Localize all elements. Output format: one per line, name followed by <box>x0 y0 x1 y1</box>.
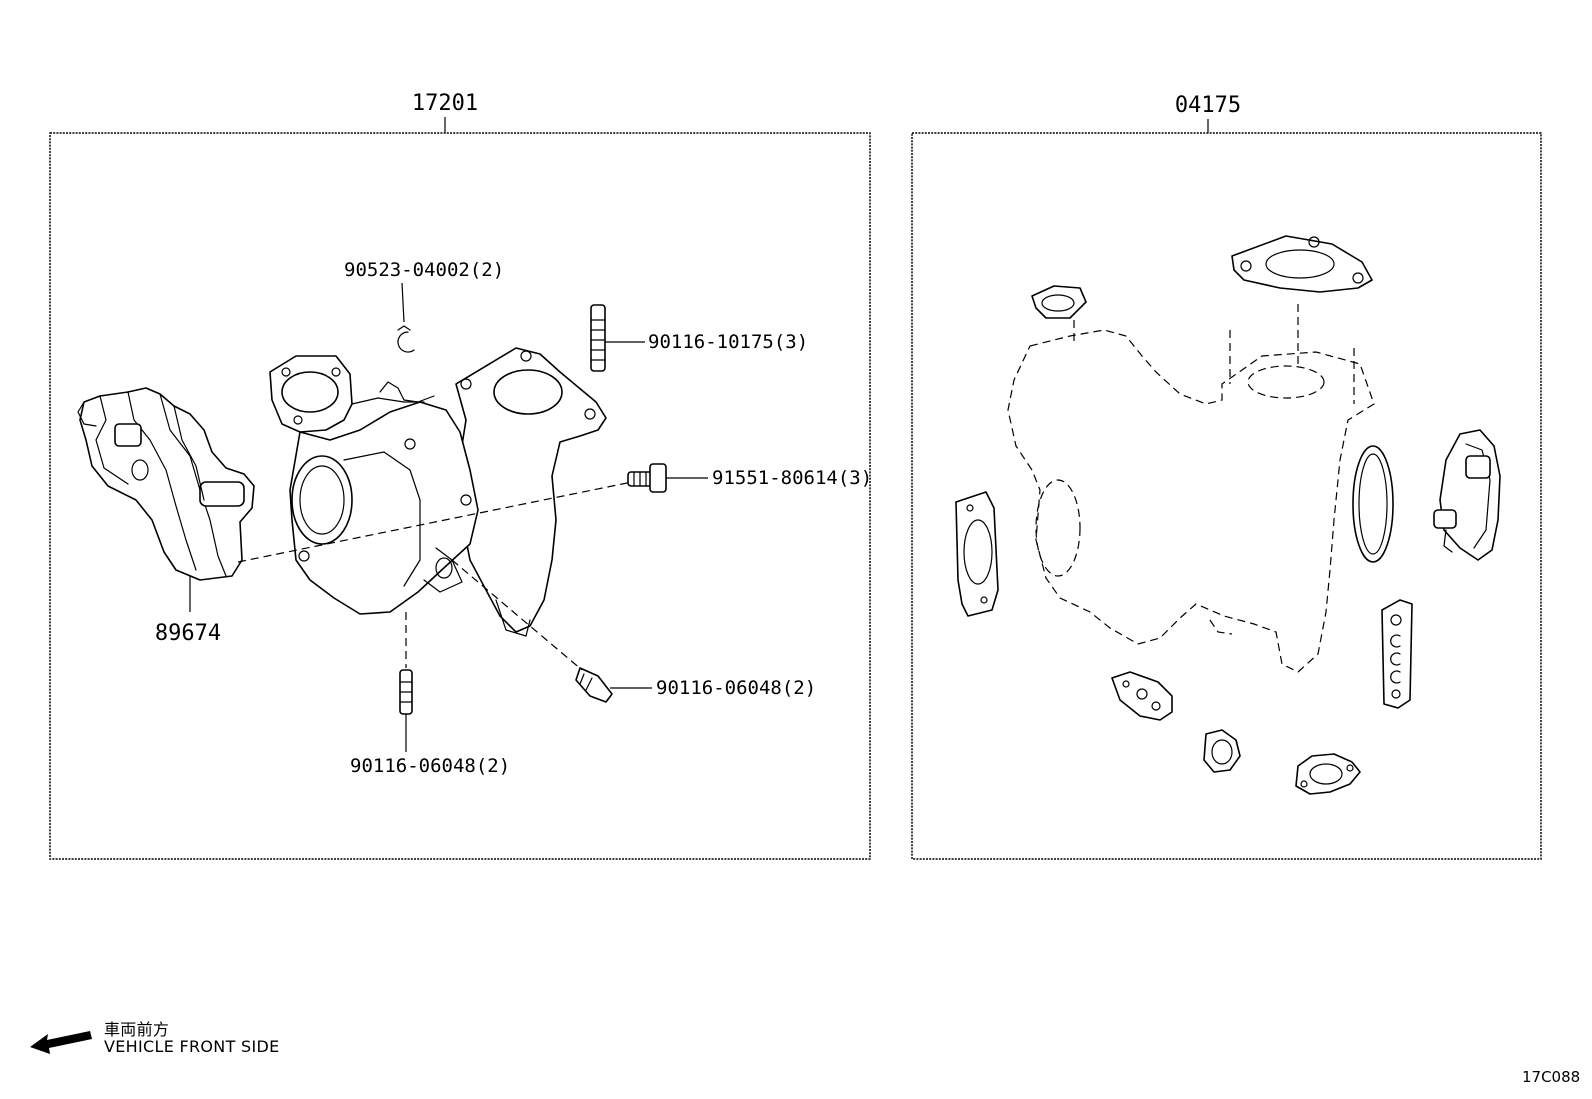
turbocharger-drawing <box>269 347 607 637</box>
flange-bolt-drawing <box>627 463 667 493</box>
callout-stud-top: 90116-10175(3) <box>648 331 808 353</box>
legend-label-en: VEHICLE FRONT SIDE <box>104 1037 280 1056</box>
oil-line-gasket-plate-drawing <box>1381 599 1413 709</box>
union-fitting-drawing <box>1203 729 1241 773</box>
assembly-line-stud-right <box>451 559 583 671</box>
actuator-drawing <box>77 387 255 581</box>
callout-actuator: 89674 <box>155 621 221 646</box>
callout-snap-ring: 90523-04002(2) <box>344 259 504 281</box>
stud-top-drawing <box>590 304 606 372</box>
v-band-clamp-drawing <box>1433 429 1501 561</box>
turbocharger-assembly-group: 17201 89674 <box>49 91 872 860</box>
stud-bottom-drawing <box>399 669 413 715</box>
turbocharger-assembly-box <box>49 132 871 860</box>
callout-flange-bolt: 91551-80614(3) <box>712 467 872 489</box>
legend-label-jp: 車両前方 <box>104 1020 170 1039</box>
callout-stud-right: 90116-06048(2) <box>656 677 816 699</box>
assembly-line-actuator <box>237 481 633 563</box>
exhaust-flange-gasket-drawing <box>1231 235 1373 293</box>
gasket-kit-group: 04175 <box>911 93 1542 860</box>
gasket-kit-box <box>911 132 1542 860</box>
small-square-gasket-drawing <box>1031 285 1087 319</box>
snap-ring-leader <box>401 282 405 323</box>
callout-stud-bottom: 90116-06048(2) <box>350 755 510 777</box>
vehicle-front-arrow-icon <box>30 1031 92 1054</box>
stud-right-drawing <box>575 667 613 703</box>
oil-drain-gasket-drawing <box>1295 753 1361 795</box>
phantom-turbo-outline <box>1007 304 1375 673</box>
snap-ring-drawing <box>397 325 415 353</box>
o-ring-drawing <box>1352 445 1394 563</box>
compressor-outlet-gasket-drawing <box>955 491 999 617</box>
turbocharger-assembly-number: 17201 <box>412 91 478 116</box>
oil-inlet-gasket-drawing <box>1111 671 1173 721</box>
drawing-code: 17C088 <box>1522 1068 1581 1086</box>
gasket-kit-number: 04175 <box>1175 93 1241 118</box>
